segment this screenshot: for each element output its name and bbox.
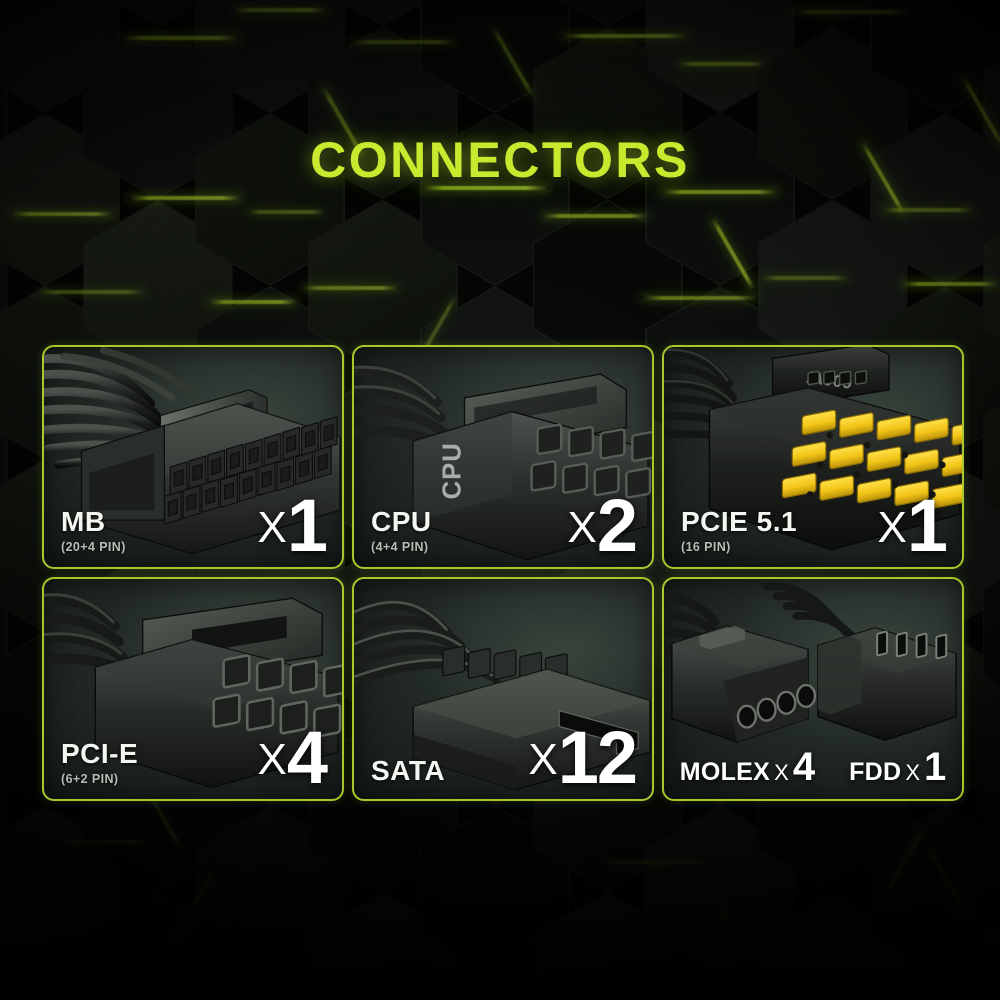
connector-quantity-sata: X12: [528, 721, 638, 795]
connector-name: MB: [61, 505, 106, 537]
quantity-number: 1: [286, 484, 328, 567]
page-title: CONNECTORS: [310, 132, 690, 188]
quantity-number: 4: [792, 745, 816, 789]
quantity-multiplier: X: [567, 503, 597, 552]
connector-card-pcie[interactable]: PCI-E (6+2 PIN) X4: [42, 577, 344, 801]
connector-card-grid: MB (20+4 PIN) X1: [42, 345, 964, 801]
connector-quantity-pcie51: X1: [877, 489, 948, 563]
connector-name: MOLEX: [679, 758, 771, 786]
connector-label-pcie: PCI-E (6+2 PIN): [61, 737, 139, 786]
connector-pin-spec: (6+2 PIN): [61, 771, 119, 786]
quantity-multiplier: X: [905, 760, 921, 785]
connector-name: SATA: [371, 755, 446, 786]
connector-card-cpu[interactable]: CPU CPU (4+4 PIN): [352, 345, 654, 569]
connector-quantities-molex-fdd: MOLEX X 4 FDD X 1: [664, 747, 962, 787]
connector-card-molex-fdd[interactable]: MOLEX X 4 FDD X 1: [662, 577, 964, 801]
connector-card-pcie51[interactable]: 600W: [662, 345, 964, 569]
quantity-number: 1: [906, 484, 948, 567]
connector-name: PCIE 5.1: [681, 505, 798, 537]
connector-label-pcie51: PCIE 5.1 (16 PIN): [681, 505, 798, 554]
connector-name: CPU: [371, 505, 432, 537]
connector-quantity-fdd: FDD X 1: [849, 747, 946, 787]
connector-label-sata: SATA: [371, 757, 445, 785]
connector-pin-spec: (20+4 PIN): [61, 539, 126, 554]
connector-pin-spec: (16 PIN): [681, 539, 731, 554]
quantity-multiplier: X: [877, 503, 907, 552]
quantity-number: 12: [557, 716, 638, 799]
quantity-multiplier: X: [774, 760, 789, 785]
cpu-housing-text: CPU: [439, 442, 467, 499]
quantity-number: 4: [286, 716, 328, 799]
quantity-number: 2: [596, 484, 638, 567]
connector-label-cpu: CPU (4+4 PIN): [371, 505, 432, 554]
connector-quantity-pcie: X4: [257, 721, 328, 795]
connector-name: PCI-E: [61, 737, 139, 769]
quantity-multiplier: X: [257, 735, 287, 784]
connector-label-mb: MB (20+4 PIN): [61, 505, 126, 554]
connector-quantity-cpu: X2: [567, 489, 638, 563]
connector-pin-spec: (4+4 PIN): [371, 539, 429, 554]
connector-name: FDD: [849, 758, 902, 786]
connector-card-mb[interactable]: MB (20+4 PIN) X1: [42, 345, 344, 569]
quantity-multiplier: X: [528, 735, 558, 784]
connector-card-sata[interactable]: SATA X12: [352, 577, 654, 801]
quantity-number: 1: [924, 745, 947, 789]
connector-quantity-mb: X1: [257, 489, 328, 563]
connector-quantity-molex: MOLEX X 4: [680, 747, 815, 787]
quantity-multiplier: X: [257, 503, 287, 552]
